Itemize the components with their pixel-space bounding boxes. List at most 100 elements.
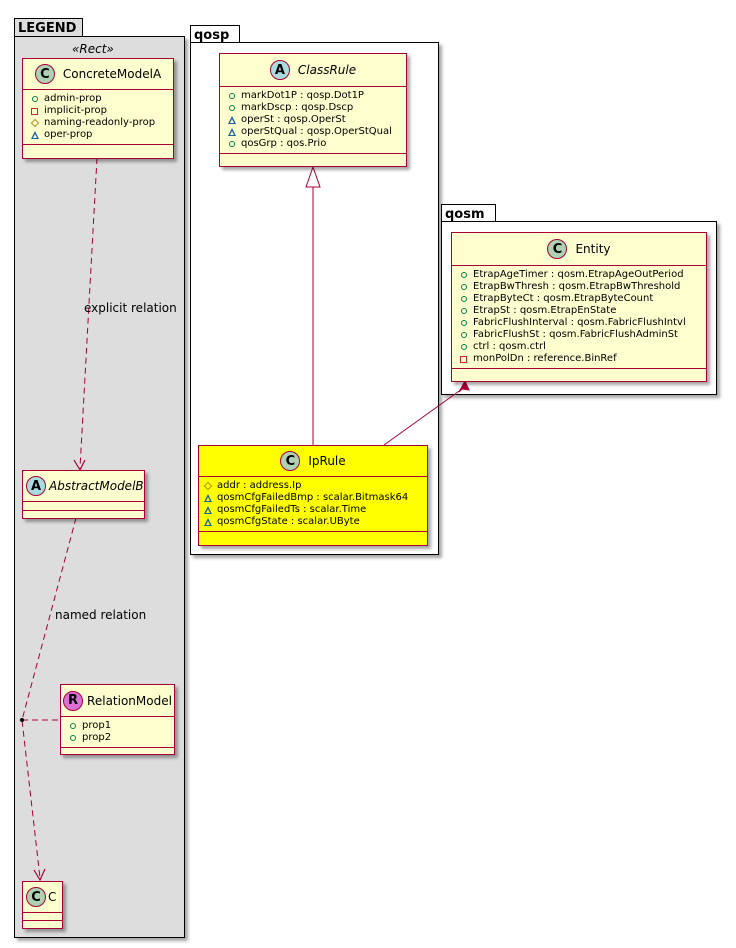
public-visibility-icon [459,271,468,280]
entity-class[interactable]: C Entity EtrapAgeTimer : qosm.EtrapAgeOu… [451,232,707,382]
attribute-row: ctrl : qosm.ctrl [459,341,706,353]
private-visibility-icon [30,107,39,116]
explicit-relation-label: explicit relation [84,301,177,315]
attribute-list: admin-prop implicit-prop naming-readonly… [23,90,173,145]
class-badge-icon: C [280,451,301,471]
attribute-text: oper-prop [44,129,93,140]
class-header: C C [23,882,62,913]
attribute-text: qosmCfgState : scalar.UByte [217,516,360,527]
public-visibility-icon [459,283,468,292]
public-visibility-icon [227,140,236,149]
attribute-text: qosGrp : qos.Prio [241,138,327,149]
package-visibility-icon [203,494,212,503]
attribute-row: addr : address.Ip [203,480,427,492]
attribute-text: FabricFlushSt : qosm.FabricFlushAdminSt [473,329,678,340]
class-rule-class[interactable]: A ClassRule markDot1P : qosp.Dot1P markD… [219,53,407,167]
legend-package-title: LEGEND [18,21,77,36]
class-name: IpRule [308,454,346,468]
attribute-row: qosmCfgFailedBmp : scalar.Bitmask64 [203,492,427,504]
named-relation-label: named relation [55,608,147,622]
qosm-package-tab: qosm [441,204,496,222]
c-class[interactable]: C C [22,881,63,929]
attribute-list: markDot1P : qosp.Dot1P markDscp : qosp.D… [220,87,406,154]
package-visibility-icon [203,506,212,515]
attribute-text: markDscp : qosp.Dscp [241,102,354,113]
attribute-text: operStQual : qosp.OperStQual [241,126,392,137]
attribute-text: admin-prop [44,93,102,104]
concrete-model-a-class[interactable]: C ConcreteModelA admin-prop implicit-pro… [22,58,174,159]
package-visibility-icon [227,116,236,125]
attribute-compartment [23,502,144,511]
attribute-row: markDot1P : qosp.Dot1P [227,90,406,102]
class-header: C ConcreteModelA [23,59,173,90]
method-compartment [220,154,406,162]
class-header: C Entity [452,233,706,266]
attribute-row: EtrapByteCt : qosm.EtrapByteCount [459,293,706,305]
attribute-text: EtrapByteCt : qosm.EtrapByteCount [473,293,654,304]
composition-line [383,388,463,446]
class-name: ConcreteModelA [62,67,162,81]
named-relation-line [21,517,77,879]
legend-package-tab: LEGEND [14,18,83,37]
attribute-row: qosmCfgState : scalar.UByte [203,516,427,528]
relation-junction-dot [20,718,24,722]
attribute-row: prop2 [68,732,174,744]
protected-visibility-icon [203,482,212,491]
class-badge-icon: C [34,64,55,84]
attribute-text: EtrapAgeTimer : qosm.EtrapAgeOutPeriod [473,269,684,280]
class-badge-icon: C [547,239,568,259]
attribute-text: EtrapBwThresh : qosm.EtrapBwThreshold [473,281,681,292]
package-visibility-icon [30,131,39,140]
class-header: A AbstractModelB [23,471,144,502]
attribute-row: EtrapBwThresh : qosm.EtrapBwThreshold [459,281,706,293]
attribute-text: qosmCfgFailedTs : scalar.Time [217,504,367,515]
attribute-row: oper-prop [30,129,173,141]
attribute-list: EtrapAgeTimer : qosm.EtrapAgeOutPeriod E… [452,266,706,369]
attribute-row: FabricFlushInterval : qosm.FabricFlushIn… [459,317,706,329]
method-compartment [23,921,62,929]
public-visibility-icon [459,295,468,304]
legend-stereotype: «Rect» [72,42,114,56]
attribute-row: monPolDn : reference.BinRef [459,353,706,365]
method-compartment [23,145,173,153]
attribute-row: markDscp : qosp.Dscp [227,102,406,114]
abstract-badge-icon: A [269,60,290,80]
attribute-list: prop1 prop2 [61,717,174,748]
named-relation-arrowhead [33,868,46,882]
attribute-text: EtrapSt : qosm.EtrapEnState [473,305,617,316]
attribute-text: prop1 [82,720,112,731]
attribute-row: operStQual : qosp.OperStQual [227,126,406,138]
class-name: Entity [575,242,611,256]
attribute-text: qosmCfgFailedBmp : scalar.Bitmask64 [217,492,409,503]
relation-model-class[interactable]: R RelationModel prop1 prop2 [60,684,175,755]
attribute-text: operSt : qosp.OperSt [241,114,346,125]
class-name: ClassRule [297,63,357,77]
class-name: C [48,890,57,904]
package-visibility-icon [227,128,236,137]
explicit-relation-arrowhead [73,459,86,472]
attribute-text: addr : address.Ip [217,480,302,491]
ip-rule-class[interactable]: C IpRule addr : address.Ip qosmCfgFailed… [198,445,428,546]
attribute-row: FabricFlushSt : qosm.FabricFlushAdminSt [459,329,706,341]
public-visibility-icon [68,722,77,731]
qosm-package-title: qosm [445,207,485,222]
method-compartment [199,532,427,540]
attribute-row: qosmCfgFailedTs : scalar.Time [203,504,427,516]
attribute-row: implicit-prop [30,105,173,117]
attribute-row: prop1 [68,720,174,732]
public-visibility-icon [459,331,468,340]
attribute-text: markDot1P : qosp.Dot1P [241,90,364,101]
package-visibility-icon [203,518,212,527]
abstract-badge-icon: A [26,476,46,496]
public-visibility-icon [227,104,236,113]
relation-badge-icon: R [63,690,84,711]
attribute-row: admin-prop [30,93,173,105]
public-visibility-icon [30,95,39,104]
attribute-row: EtrapSt : qosm.EtrapEnState [459,305,706,317]
protected-visibility-icon [30,119,39,128]
abstract-model-b-class[interactable]: A AbstractModelB [22,470,145,519]
attribute-compartment [23,913,62,921]
attribute-row: qosGrp : qos.Prio [227,138,406,150]
qosp-package-tab: qosp [190,25,240,43]
method-compartment [61,748,174,756]
